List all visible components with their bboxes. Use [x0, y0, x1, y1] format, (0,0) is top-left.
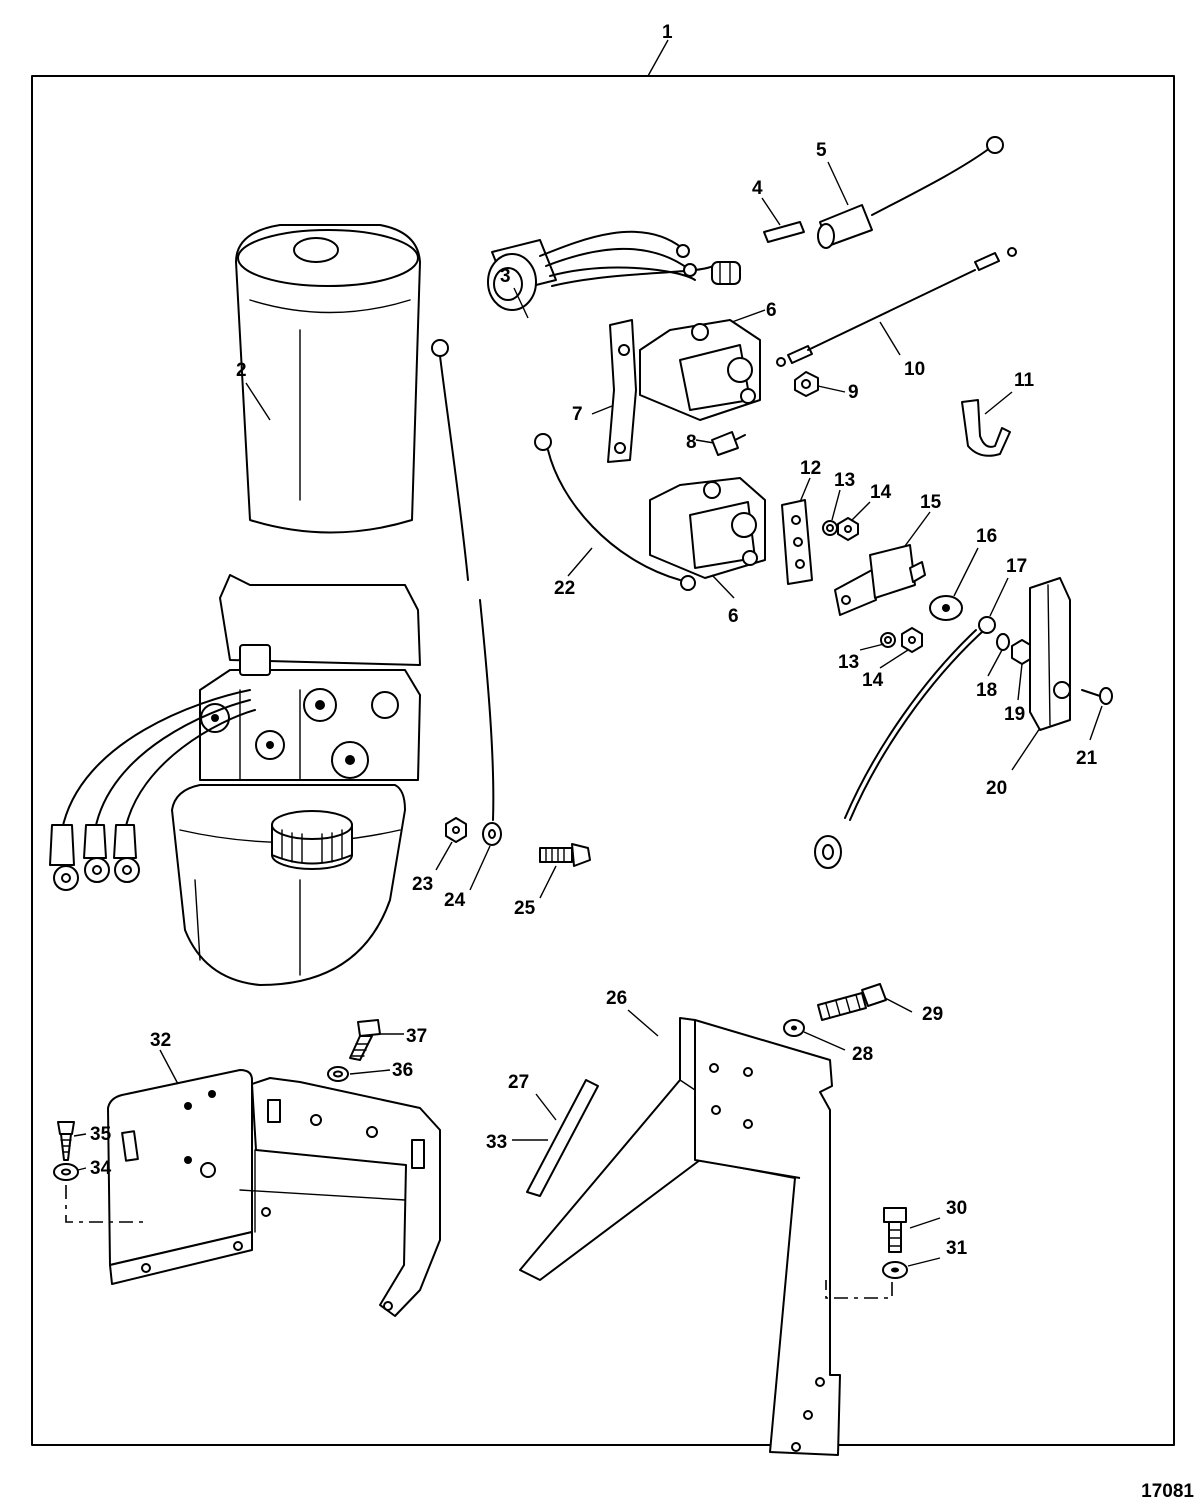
solenoid-upper[interactable] — [639, 319, 761, 421]
bolt-25[interactable] — [539, 843, 591, 867]
callout-35: 35 — [90, 1124, 112, 1145]
solenoid-bracket[interactable] — [607, 319, 637, 463]
callout-29: 29 — [922, 1004, 943, 1025]
terminal-24[interactable] — [482, 822, 502, 846]
circuit-breaker[interactable] — [834, 544, 926, 616]
callout-16: 16 — [976, 526, 997, 547]
bolt-37[interactable] — [349, 1019, 381, 1061]
callout-21: 21 — [1076, 748, 1098, 769]
callout-20: 20 — [986, 778, 1007, 799]
callout-14a: 14 — [870, 482, 892, 503]
terminal-cover[interactable] — [1029, 577, 1071, 731]
callout-15: 15 — [920, 492, 942, 513]
callout-25: 25 — [514, 898, 536, 919]
callout-9: 9 — [848, 382, 859, 403]
callout-10: 10 — [904, 359, 925, 380]
pump-mount-bracket-32[interactable] — [107, 1069, 441, 1317]
washer-28[interactable] — [783, 1019, 805, 1037]
callout-28: 28 — [852, 1044, 873, 1065]
callout-30: 30 — [946, 1198, 967, 1219]
callout-32: 32 — [150, 1030, 171, 1051]
figure-id: 17081 — [1141, 1481, 1194, 1502]
callout-27: 27 — [508, 1072, 529, 1093]
jumper-cable-22[interactable] — [534, 433, 696, 591]
callout-5: 5 — [816, 140, 827, 161]
flat-washer[interactable] — [929, 595, 963, 621]
callout-34: 34 — [90, 1158, 112, 1179]
cable-10[interactable] — [776, 247, 1017, 367]
callout-3: 3 — [500, 266, 511, 287]
washer-31[interactable] — [882, 1261, 908, 1279]
nut-14-upper[interactable] — [837, 517, 859, 541]
assembly-frame — [31, 75, 1175, 1446]
callout-11: 11 — [1014, 370, 1035, 391]
callout-12: 12 — [800, 458, 821, 479]
washer-34[interactable] — [53, 1163, 79, 1181]
lock-washer-13-lower[interactable] — [880, 632, 896, 648]
callout-8: 8 — [686, 432, 697, 453]
callout-37: 37 — [406, 1026, 427, 1047]
callout-labels: 1 2 3 4 5 6 6 7 8 9 10 11 12 13 14 15 16… — [90, 22, 1098, 1259]
callout-13a: 13 — [834, 470, 855, 491]
callout-36: 36 — [392, 1060, 413, 1081]
ground-cable[interactable] — [431, 339, 495, 821]
callout-4: 4 — [752, 178, 763, 199]
callout-13b: 13 — [838, 652, 859, 673]
bolt-30[interactable] — [883, 1207, 907, 1253]
callout-22: 22 — [554, 578, 575, 599]
callout-24: 24 — [444, 890, 466, 911]
callout-14b: 14 — [862, 670, 884, 691]
washer-18[interactable] — [996, 633, 1010, 651]
wire-harness-plug[interactable] — [487, 230, 741, 311]
bolt-29[interactable] — [817, 983, 887, 1021]
callout-6b: 6 — [728, 606, 739, 627]
nut-23[interactable] — [445, 817, 467, 843]
screw-8[interactable] — [711, 431, 746, 456]
fuse-holder-lead[interactable] — [817, 136, 1004, 249]
cable-clip[interactable] — [961, 399, 1011, 457]
nut-9[interactable] — [794, 371, 819, 397]
callout-18: 18 — [976, 680, 997, 701]
callout-19: 19 — [1004, 704, 1025, 725]
callout-23: 23 — [412, 874, 433, 895]
lock-washer-13-upper[interactable] — [822, 520, 838, 536]
callout-31: 31 — [946, 1238, 968, 1259]
screw-21[interactable] — [1081, 687, 1113, 705]
solenoid-lower[interactable] — [649, 477, 766, 579]
battery-cable-17[interactable] — [814, 616, 996, 869]
callout-33: 33 — [486, 1132, 507, 1153]
callout-6a: 6 — [766, 300, 777, 321]
callout-1: 1 — [662, 22, 673, 43]
washer-36[interactable] — [327, 1066, 349, 1082]
callout-17: 17 — [1006, 556, 1027, 577]
callout-7: 7 — [572, 404, 583, 425]
callout-2: 2 — [236, 360, 247, 381]
rubber-strip[interactable] — [526, 1079, 599, 1197]
callout-26: 26 — [606, 988, 627, 1009]
mounting-plate[interactable] — [781, 499, 813, 585]
nut-14-lower[interactable] — [901, 627, 923, 653]
pump-motor-assembly[interactable] — [49, 224, 421, 986]
screw-35[interactable] — [57, 1121, 75, 1161]
mounting-bracket-26[interactable] — [519, 1017, 841, 1456]
fuse[interactable] — [763, 221, 805, 243]
